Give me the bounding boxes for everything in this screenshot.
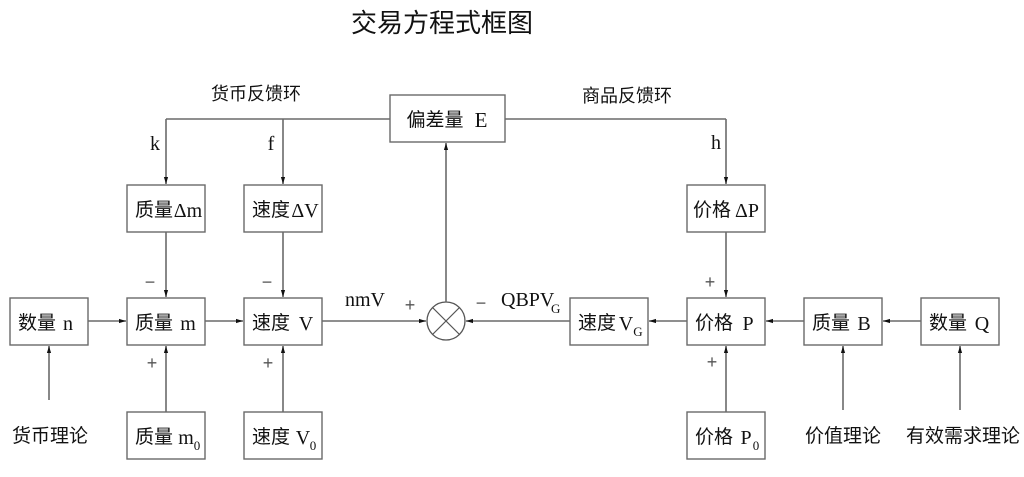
velocity-v0-box: 速度 V 0 — [243, 411, 323, 460]
minus-sign-junction: − — [476, 293, 487, 313]
diagram-title: 交易方程式框图 — [351, 9, 533, 39]
plus-sign-p-top: + — [705, 272, 716, 292]
svg-text:V: V — [619, 313, 634, 335]
price-p-box: 价格 P — [686, 297, 766, 346]
svg-text:速度: 速度 — [252, 312, 290, 334]
svg-text:B: B — [857, 313, 870, 335]
svg-text:速度: 速度 — [252, 426, 290, 448]
main-flow-arrows — [88, 143, 921, 324]
minus-sign-v: − — [262, 272, 273, 292]
svg-text:质量: 质量 — [135, 312, 173, 334]
quality-m0-box: 质量 m 0 — [126, 411, 206, 460]
svg-text:质量: 质量 — [135, 199, 173, 221]
plus-sign-v0: + — [263, 353, 274, 373]
signal-nmv-label: nmV — [345, 289, 386, 311]
money-loop-label: 货币反馈环 — [211, 84, 301, 105]
svg-text:价格: 价格 — [695, 426, 733, 448]
deviation-box: 偏差量 E — [389, 94, 506, 143]
price-p0-box: 价格 P 0 — [686, 411, 766, 460]
plus-sign-junction: + — [405, 295, 416, 315]
svg-text:V: V — [296, 427, 311, 449]
signal-qbpv-subscript: G — [551, 301, 560, 316]
delta-m-box: 质量 Δm — [126, 184, 206, 233]
minus-sign-m: − — [145, 272, 156, 292]
svg-text:价格: 价格 — [693, 199, 731, 221]
svg-text:ΔV: ΔV — [291, 200, 319, 222]
svg-text:数量: 数量 — [929, 312, 967, 334]
svg-text:Q: Q — [975, 313, 990, 335]
signal-qbpv-label: QBPV — [501, 289, 555, 311]
svg-text:V: V — [299, 313, 314, 335]
svg-text:m: m — [180, 313, 196, 335]
svg-text:P: P — [740, 427, 751, 449]
value-theory-label: 价值理论 — [805, 425, 881, 447]
plus-sign-p0: + — [707, 352, 718, 372]
svg-text:E: E — [475, 108, 488, 132]
svg-text:G: G — [633, 324, 642, 339]
gain-h-label: h — [711, 132, 721, 154]
feedback-lines — [163, 118, 729, 184]
svg-text:Δm: Δm — [174, 200, 203, 222]
svg-text:0: 0 — [310, 438, 317, 453]
delta-v-box: 速度 ΔV — [243, 184, 323, 233]
svg-text:偏差量: 偏差量 — [406, 109, 463, 131]
goods-loop-label: 商品反馈环 — [582, 86, 672, 107]
svg-text:价格: 价格 — [695, 312, 733, 334]
svg-text:数量: 数量 — [18, 312, 56, 334]
svg-text:速度: 速度 — [252, 199, 290, 221]
demand-theory-label: 有效需求理论 — [906, 425, 1020, 447]
quality-b-box: 质量 B — [803, 297, 883, 346]
svg-text:n: n — [63, 313, 73, 335]
velocity-vg-box: 速度 V G — [569, 297, 649, 346]
svg-text:ΔP: ΔP — [735, 200, 759, 222]
svg-text:速度: 速度 — [578, 312, 616, 334]
gain-f-label: f — [268, 133, 275, 155]
summing-junction — [426, 301, 466, 341]
money-theory-label: 货币理论 — [12, 425, 88, 447]
plus-sign-m0: + — [147, 353, 158, 373]
quantity-n-box: 数量 n — [9, 297, 89, 346]
gain-k-label: k — [150, 133, 160, 155]
svg-text:质量: 质量 — [812, 312, 850, 334]
quantity-q-box: 数量 Q — [920, 297, 1000, 346]
delta-p-box: 价格 ΔP — [686, 184, 766, 233]
bottom-input-arrows — [46, 346, 963, 412]
svg-text:m: m — [178, 427, 194, 449]
svg-text:0: 0 — [194, 438, 201, 453]
svg-text:质量: 质量 — [135, 426, 173, 448]
delta-arrows — [163, 232, 729, 297]
quality-m-box: 质量 m — [126, 297, 206, 346]
svg-text:P: P — [742, 313, 753, 335]
svg-text:0: 0 — [753, 438, 760, 453]
velocity-v-box: 速度 V — [243, 297, 323, 346]
